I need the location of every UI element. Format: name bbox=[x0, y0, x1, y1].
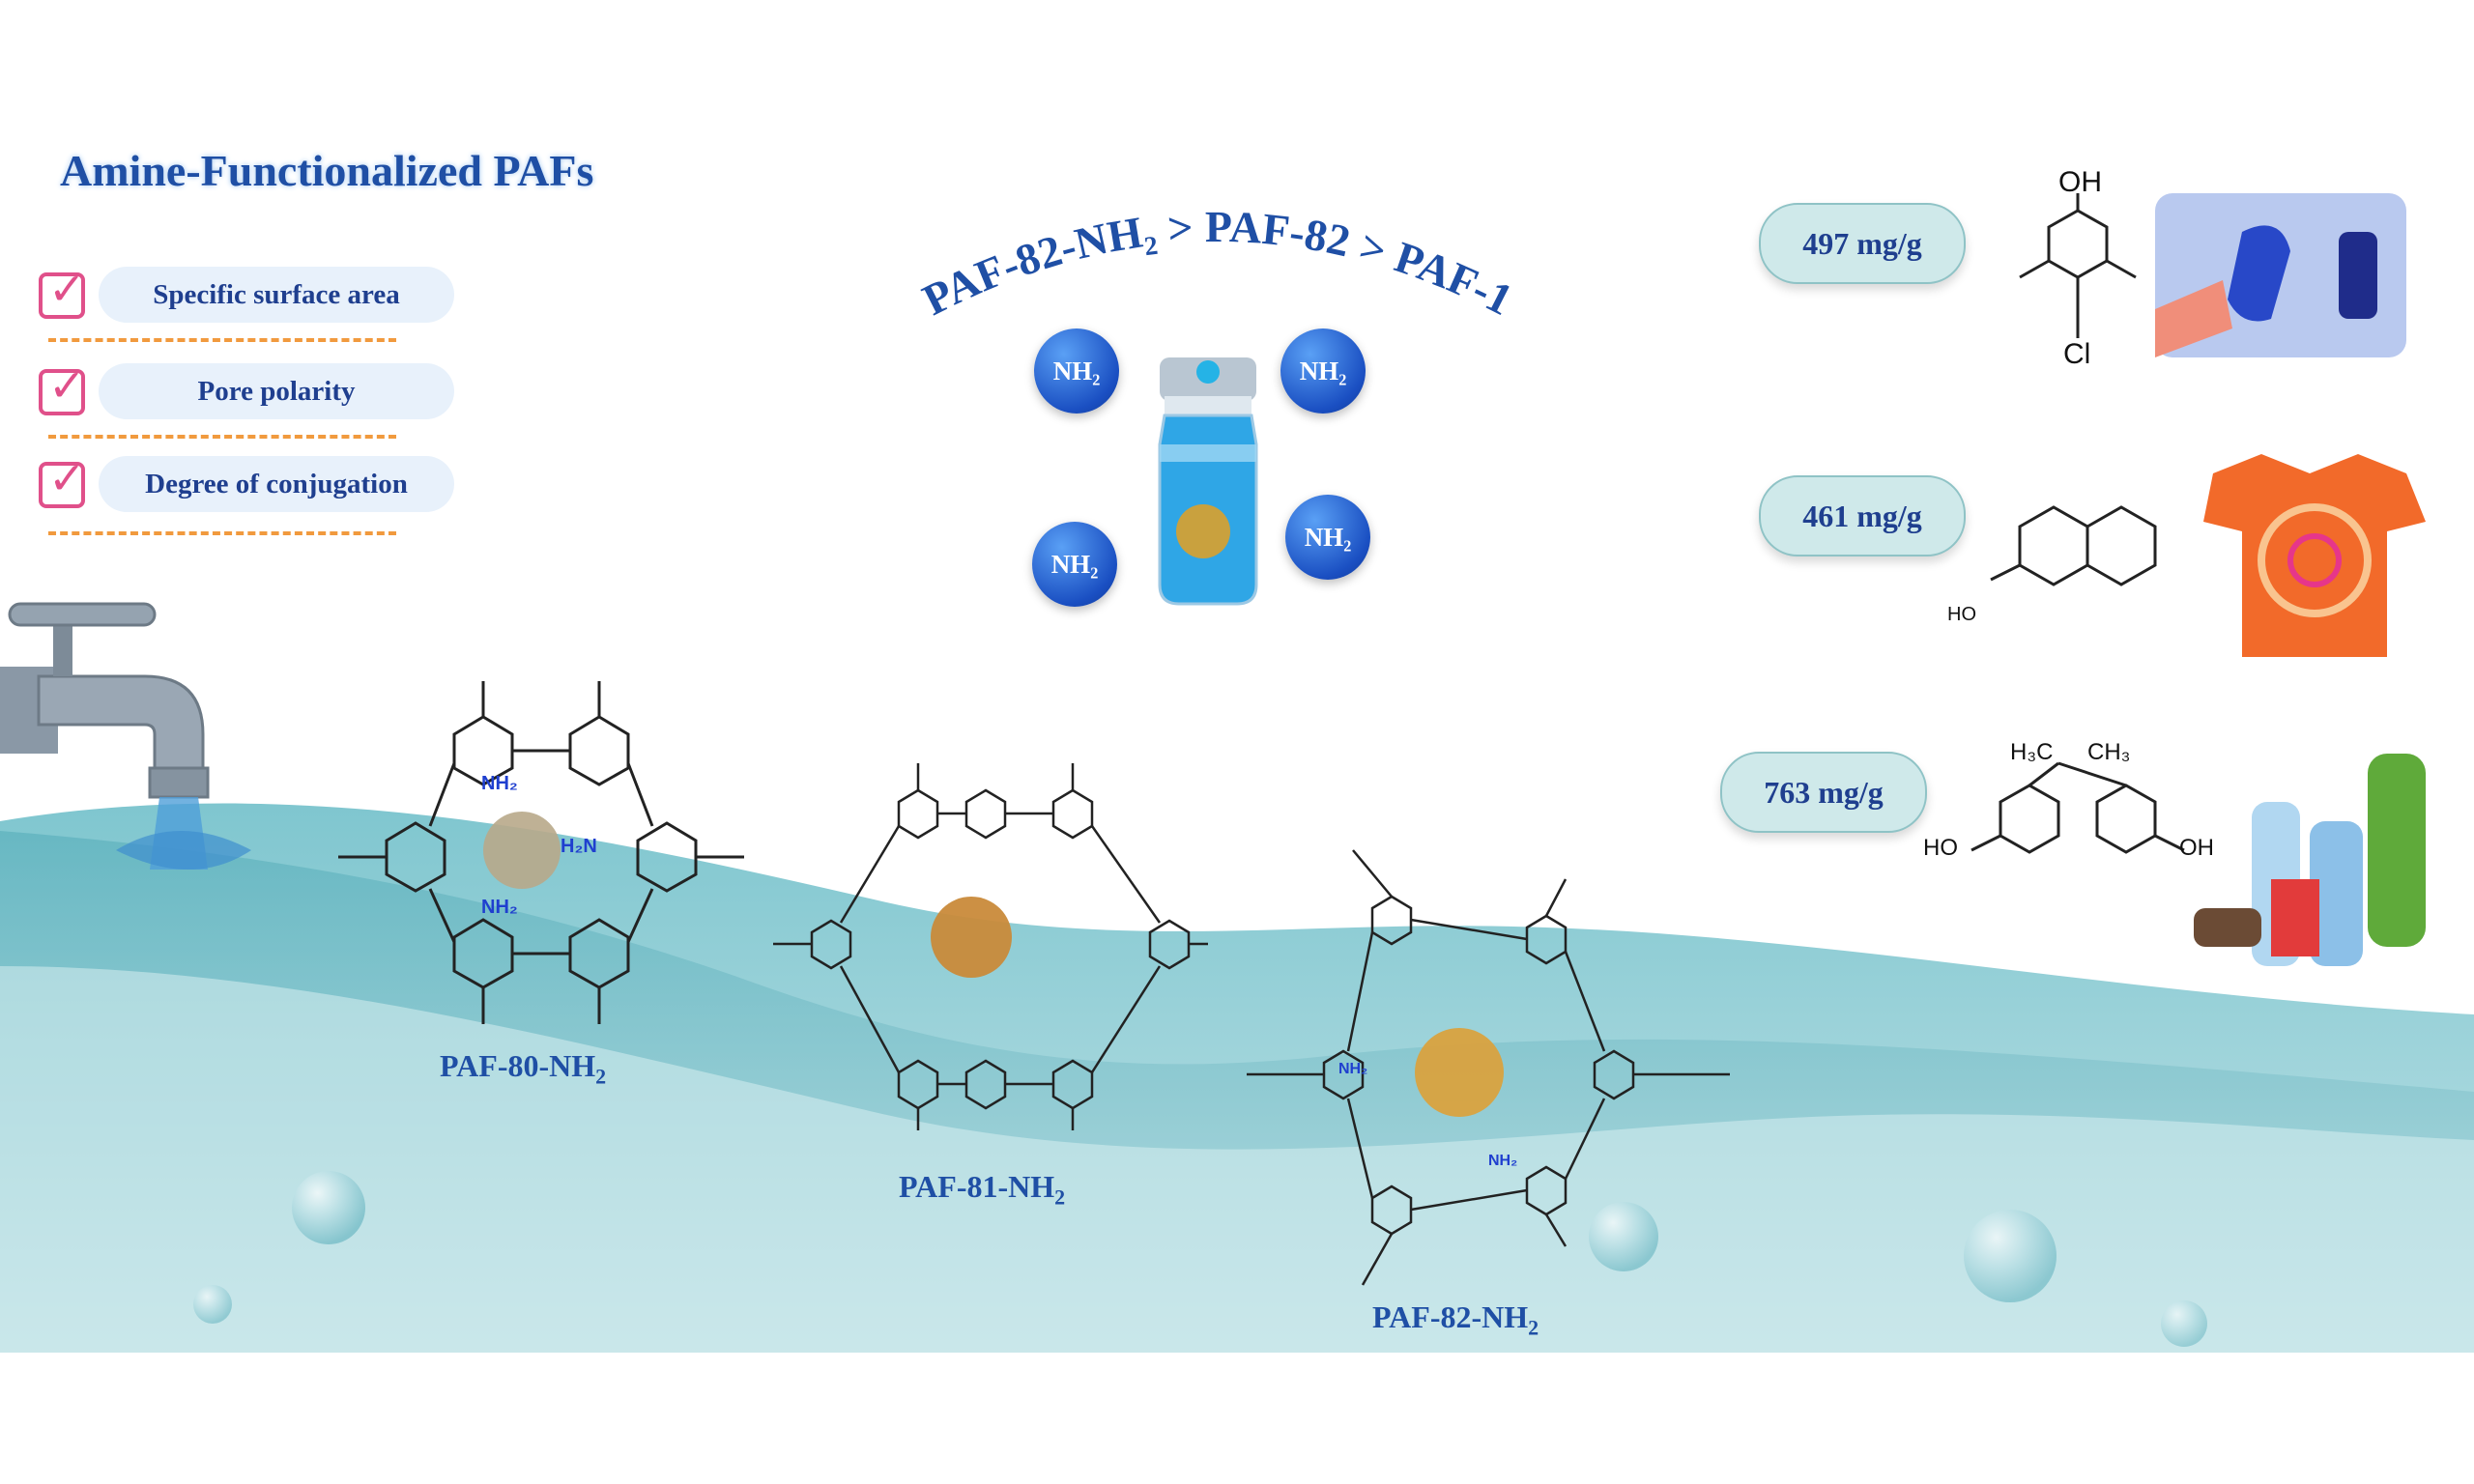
paf-82-structure bbox=[1247, 849, 1730, 1286]
checkbox-icon: ✓ bbox=[39, 452, 86, 508]
divider bbox=[48, 435, 396, 439]
chem-label: OH bbox=[2179, 835, 2214, 861]
bisphenol-a-molecule bbox=[1971, 761, 2185, 854]
pcmx-molecule bbox=[2019, 193, 2137, 338]
checkbox-icon: ✓ bbox=[39, 359, 86, 415]
checkbox-icon: ✓ bbox=[39, 263, 86, 319]
structure-label-paf-81: PAF-81-NH2 bbox=[899, 1169, 1066, 1210]
criterion-label: Pore polarity bbox=[99, 363, 454, 419]
chem-label: Cl bbox=[2063, 338, 2091, 370]
chem-label: H₃C bbox=[2010, 739, 2054, 765]
amine-label: H₂N bbox=[561, 836, 597, 857]
divider bbox=[48, 531, 396, 535]
vial-icon bbox=[1158, 357, 1258, 606]
nh2-badge: NH₂ bbox=[1280, 328, 1366, 414]
chem-label: OH bbox=[2058, 166, 2102, 198]
chem-label: HO bbox=[1923, 835, 1958, 861]
paf-81-structure bbox=[773, 763, 1208, 1130]
chem-label: CH₃ bbox=[2087, 739, 2131, 765]
nh2-badge: NH₂ bbox=[1032, 522, 1117, 607]
capacity-bubble: 461 mg/g bbox=[1759, 475, 1966, 556]
criterion-label: Specific surface area bbox=[99, 267, 454, 323]
amine-label: NH₂ bbox=[481, 897, 518, 918]
nh2-badge: NH₂ bbox=[1034, 328, 1119, 414]
amine-label: NH₂ bbox=[481, 773, 518, 794]
wave-front bbox=[0, 966, 2474, 1353]
structure-label-paf-82: PAF-82-NH2 bbox=[1372, 1299, 1539, 1340]
capacity-bubble: 497 mg/g bbox=[1759, 203, 1966, 284]
criterion-label: Degree of conjugation bbox=[99, 456, 454, 512]
powder-particle-1 bbox=[483, 812, 561, 889]
page-title: Amine-Functionalized PAFs bbox=[60, 146, 594, 195]
criterion-conjugation: ✓ Degree of conjugation bbox=[39, 452, 454, 516]
tie-dye-shirt-icon bbox=[2203, 454, 2426, 657]
faucet-icon bbox=[0, 602, 251, 870]
criterion-pore-polarity: ✓ Pore polarity bbox=[39, 359, 454, 423]
naphthol-molecule bbox=[1990, 505, 2157, 586]
chem-label: HO bbox=[1947, 604, 1976, 625]
structure-label-paf-80: PAF-80-NH2 bbox=[440, 1048, 607, 1089]
ranking-arc: PAF-82-NH₂ > PAF-82 > PAF-1 bbox=[915, 202, 1521, 325]
criterion-surface-area: ✓ Specific surface area bbox=[39, 263, 454, 327]
ranking-text: PAF-82-NH₂ > PAF-82 > PAF-1 bbox=[915, 202, 1521, 325]
amine-label: NH₂ bbox=[1338, 1061, 1368, 1077]
paf-80-structure bbox=[338, 681, 744, 1024]
divider bbox=[48, 338, 396, 342]
plastic-bottles-icon bbox=[2194, 754, 2426, 966]
capacity-bubble: 763 mg/g bbox=[1720, 752, 1927, 833]
powder-particle-3 bbox=[1415, 1028, 1504, 1117]
svg-text:PAF-82-NH₂ > PAF-82 > PAF-1: PAF-82-NH₂ > PAF-82 > PAF-1 bbox=[915, 202, 1521, 325]
amine-label: NH₂ bbox=[1488, 1153, 1518, 1169]
powder-particle-2 bbox=[931, 897, 1012, 978]
nh2-badge: NH₂ bbox=[1285, 495, 1370, 580]
cleaning-spray-icon bbox=[2155, 193, 2406, 357]
